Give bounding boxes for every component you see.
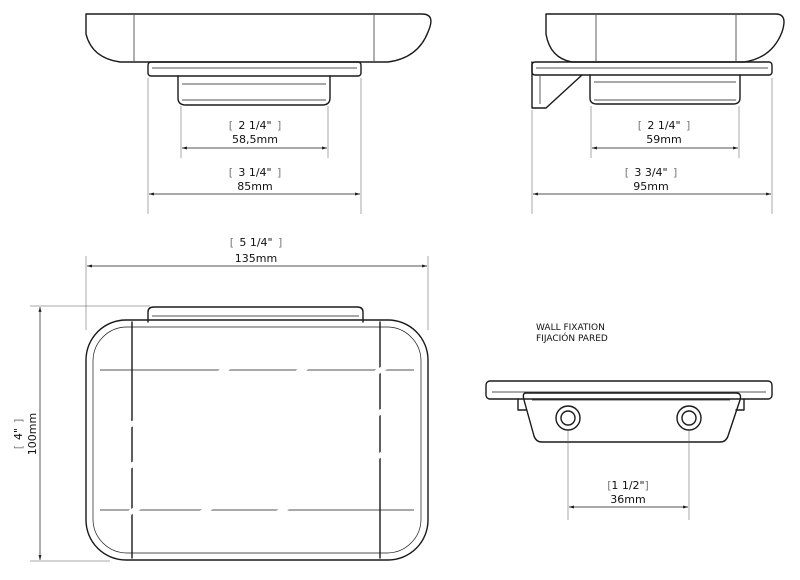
- front-inner-metric: 58,5mm: [232, 133, 278, 146]
- top-height-metric: 100mm: [26, 413, 39, 455]
- top-view: [ ] 5 1/4" 135mm [ ] 4" 100mm: [12, 236, 429, 562]
- side-outer-imperial: 3 3/4": [634, 166, 667, 179]
- side-outer-metric: 95mm: [633, 180, 668, 193]
- svg-text:[ ]: [ ]: [229, 119, 282, 132]
- side-inner-imperial: 2 1/4": [647, 119, 680, 132]
- top-height-imperial: 4": [12, 428, 25, 440]
- side-inner-metric: 59mm: [646, 133, 681, 146]
- front-outer-imperial: 3 1/4": [238, 166, 271, 179]
- svg-text:[ ]: [ ]: [12, 419, 25, 450]
- wall-fixation-title-en: WALL FIXATION: [536, 323, 605, 333]
- svg-text:[ ]: [ ]: [638, 119, 691, 132]
- fixation-spacing-metric: 36mm: [610, 493, 645, 506]
- right-screw-hole-icon: [676, 405, 702, 431]
- front-outer-metric: 85mm: [237, 180, 272, 193]
- wall-fixation-view: WALL FIXATION FIJACIÓN PARED [ ] 1 1/2" …: [485, 323, 773, 520]
- front-view: [ ] 2 1/4" 58,5mm [ ] 3 1/4" 85mm: [85, 13, 432, 214]
- soap-rods: [115, 349, 389, 530]
- wall-fixation-title-es: FIJACIÓN PARED: [536, 332, 608, 344]
- svg-text:[ ]: [ ]: [625, 166, 678, 179]
- top-width-metric: 135mm: [235, 252, 277, 265]
- side-view: [ ] 2 1/4" 59mm [ ] 3 3/4" 95mm: [531, 13, 785, 214]
- front-inner-imperial: 2 1/4": [238, 119, 271, 132]
- svg-text:[ ]: [ ]: [607, 479, 649, 492]
- svg-text:[ ]: [ ]: [230, 236, 283, 249]
- svg-text:[ ]: [ ]: [229, 166, 282, 179]
- top-width-imperial: 5 1/4": [239, 236, 272, 249]
- left-screw-hole-icon: [555, 405, 581, 431]
- fixation-spacing-imperial: 1 1/2": [611, 479, 644, 492]
